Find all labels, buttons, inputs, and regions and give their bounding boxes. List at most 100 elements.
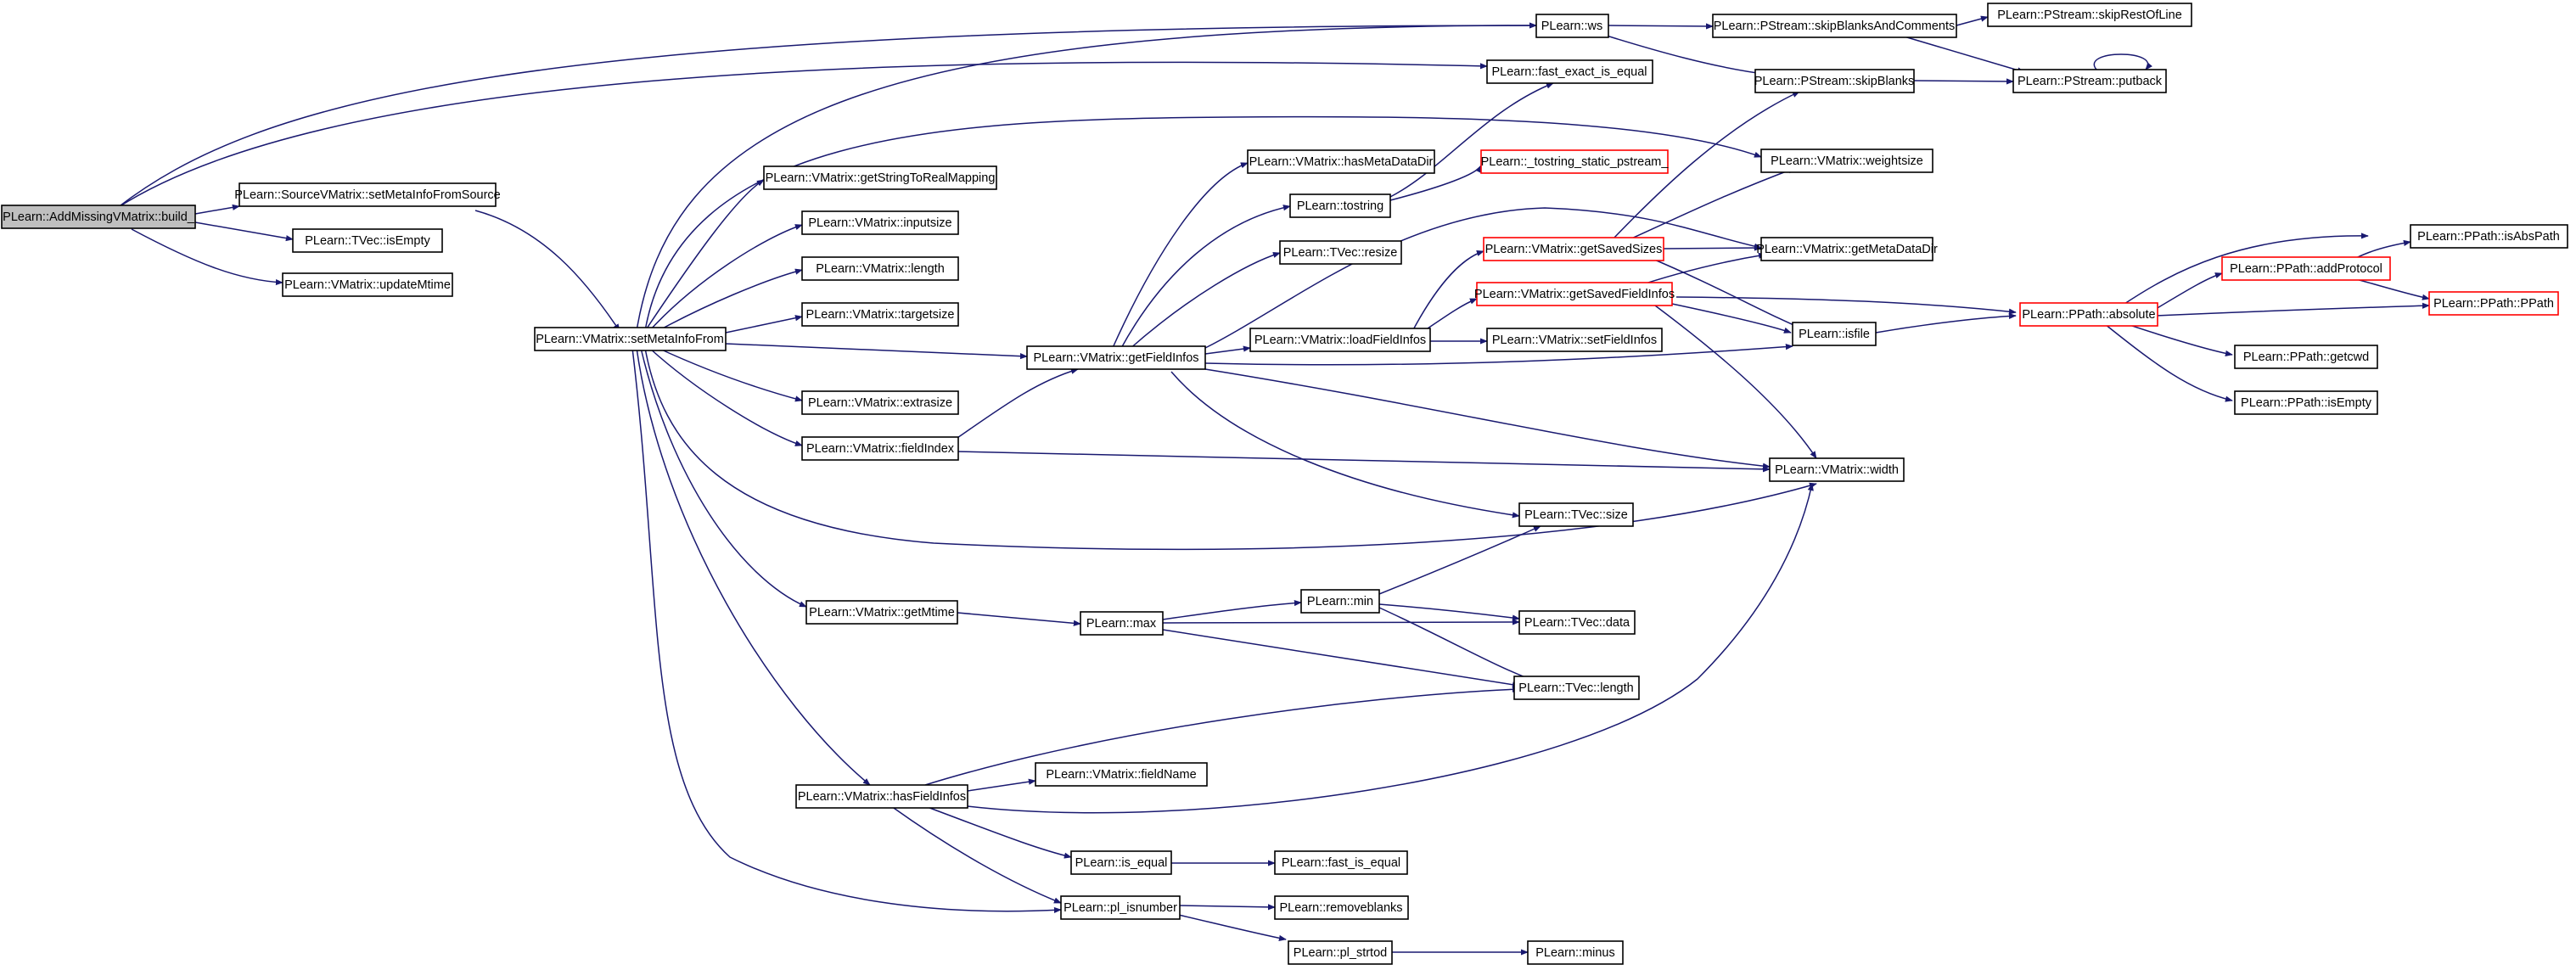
node-isabspath-label: PLearn::PPath::isAbsPath bbox=[2417, 230, 2560, 244]
node-is-equal-label: PLearn::is_equal bbox=[1075, 856, 1168, 870]
edge-setmetainfofrom-to-hasfieldinfos bbox=[636, 347, 871, 786]
node-pl-strtod-label: PLearn::pl_strtod bbox=[1294, 946, 1387, 960]
node-setfieldinfos-label: PLearn::VMatrix::setFieldInfos bbox=[1492, 334, 1657, 347]
node-ppath-isempty-label: PLearn::PPath::isEmpty bbox=[2241, 396, 2372, 410]
node-putback[interactable]: PLearn::PStream::putback bbox=[2012, 69, 2167, 93]
node-isfile[interactable]: PLearn::isfile bbox=[1792, 322, 1877, 346]
node-min[interactable]: PLearn::min bbox=[1300, 589, 1380, 614]
node-ppath-isempty[interactable]: PLearn::PPath::isEmpty bbox=[2234, 390, 2378, 415]
node-width[interactable]: PLearn::VMatrix::width bbox=[1769, 457, 1905, 482]
edge-getsavedsizes-to-getmetadatadir bbox=[1663, 244, 1762, 251]
edge-getfieldinfos-to-isfile bbox=[1204, 344, 1793, 366]
edge-getsavedfieldinfos-to-isfile bbox=[1671, 303, 1792, 334]
node-tvec-size[interactable]: PLearn::TVec::size bbox=[1518, 502, 1634, 527]
node-pl-isnumber[interactable]: PLearn::pl_isnumber bbox=[1060, 895, 1181, 920]
node-skipblanks[interactable]: PLearn::PStream::skipBlanks bbox=[1754, 69, 1915, 93]
node-getcwd[interactable]: PLearn::PPath::getcwd bbox=[2234, 345, 2378, 369]
node-fieldname[interactable]: PLearn::VMatrix::fieldName bbox=[1035, 762, 1208, 787]
node-tvec-data[interactable]: PLearn::TVec::data bbox=[1518, 610, 1636, 635]
node-tostring[interactable]: PLearn::tostring bbox=[1289, 193, 1391, 218]
node-getsavedfieldinfos-label: PLearn::VMatrix::getSavedFieldInfos bbox=[1474, 288, 1675, 301]
edge-setmetainfofromsource-to-setmetainfofrom bbox=[474, 210, 620, 332]
node-fast-is-equal[interactable]: PLearn::fast_is_equal bbox=[1274, 850, 1408, 875]
node-build[interactable]: PLearn::AddMissingVMatrix::build_ bbox=[1, 205, 196, 229]
node-minus-label: PLearn::minus bbox=[1535, 946, 1615, 960]
node-getmetadatadir[interactable]: PLearn::VMatrix::getMetaDataDir bbox=[1756, 237, 1938, 261]
edge-absolute-to-ppath bbox=[2155, 302, 2430, 317]
node-resize[interactable]: PLearn::TVec::resize bbox=[1279, 240, 1402, 265]
node-setfieldinfos[interactable]: PLearn::VMatrix::setFieldInfos bbox=[1486, 328, 1663, 352]
node-fast-exact-is-equal[interactable]: PLearn::fast_exact_is_equal bbox=[1486, 59, 1653, 84]
node-tvec-isempty[interactable]: PLearn::TVec::isEmpty bbox=[292, 228, 443, 253]
node-skiprestofline[interactable]: PLearn::PStream::skipRestOfLine bbox=[1987, 3, 2192, 27]
node-weightsize-label: PLearn::VMatrix::weightsize bbox=[1771, 154, 1923, 168]
edge-min-to-tvec-size bbox=[1374, 525, 1541, 597]
node-skipblanksandcomments[interactable]: PLearn::PStream::skipBlanksAndComments bbox=[1712, 14, 1957, 38]
edge-pl-isnumber-to-removeblanks bbox=[1179, 904, 1276, 911]
node-targetsize[interactable]: PLearn::VMatrix::targetsize bbox=[801, 302, 959, 327]
edge-getsavedfieldinfos-to-absolute bbox=[1675, 296, 2017, 315]
node-getsavedsizes[interactable]: PLearn::VMatrix::getSavedSizes bbox=[1483, 237, 1664, 261]
node-getfieldinfos-label: PLearn::VMatrix::getFieldInfos bbox=[1033, 351, 1198, 365]
node-build-label: PLearn::AddMissingVMatrix::build_ bbox=[3, 210, 195, 224]
edge-absolute-to-getcwd bbox=[2121, 322, 2233, 356]
edge-max-to-tvec-length bbox=[1162, 629, 1520, 688]
node-updatemtime[interactable]: PLearn::VMatrix::updateMtime bbox=[282, 272, 453, 297]
node-setmetainfofromsource[interactable]: PLearn::SourceVMatrix::setMetaInfoFromSo… bbox=[234, 182, 501, 207]
node-getstringtorealmapping[interactable]: PLearn::VMatrix::getStringToRealMapping bbox=[763, 165, 997, 190]
node-inputsize[interactable]: PLearn::VMatrix::inputsize bbox=[801, 210, 959, 235]
node-extrasize-label: PLearn::VMatrix::extrasize bbox=[808, 396, 952, 410]
edge-skipblanksandcomments-to-skiprestofline bbox=[1956, 15, 1989, 26]
edge-getfieldinfos-to-getmetadatadir bbox=[1204, 207, 1762, 349]
edge-pl-isnumber-to-pl-strtod bbox=[1170, 912, 1287, 941]
edge-tostring-to-fast-exact-is-equal bbox=[1389, 82, 1554, 198]
edge-setmetainfofrom-to-getstringtorealmapping bbox=[644, 179, 765, 332]
node-getmetadatadir-label: PLearn::VMatrix::getMetaDataDir bbox=[1756, 243, 1938, 256]
edge-fieldindex-to-getfieldinfos bbox=[954, 367, 1079, 440]
edge-build-to-updatemtime bbox=[131, 228, 283, 286]
node-fieldname-label: PLearn::VMatrix::fieldName bbox=[1046, 768, 1196, 782]
edge-hasfieldinfos-to-fieldname bbox=[967, 778, 1036, 792]
node-fieldindex[interactable]: PLearn::VMatrix::fieldIndex bbox=[801, 436, 959, 461]
node-hasmetadatadir[interactable]: PLearn::VMatrix::hasMetaDataDir bbox=[1247, 149, 1435, 174]
node-is-equal[interactable]: PLearn::is_equal bbox=[1070, 850, 1172, 875]
edge-hasfieldinfos-to-width bbox=[967, 483, 1814, 814]
node-max[interactable]: PLearn::max bbox=[1080, 611, 1164, 636]
node-absolute[interactable]: PLearn::PPath::absolute bbox=[2019, 302, 2158, 327]
edge-max-to-tvec-data bbox=[1162, 619, 1520, 625]
node-tvec-isempty-label: PLearn::TVec::isEmpty bbox=[305, 234, 430, 248]
node-addprotocol[interactable]: PLearn::PPath::addProtocol bbox=[2221, 256, 2391, 281]
node-tostring-static[interactable]: PLearn::_tostring_static_pstream_ bbox=[1480, 149, 1670, 174]
node-getmtime[interactable]: PLearn::VMatrix::getMtime bbox=[805, 600, 958, 625]
edge-getfieldinfos-to-hasmetadatadir bbox=[1111, 162, 1249, 350]
node-width-label: PLearn::VMatrix::width bbox=[1775, 463, 1899, 477]
node-weightsize[interactable]: PLearn::VMatrix::weightsize bbox=[1760, 149, 1933, 173]
edge-getsavedsizes-to-skipblanks bbox=[1612, 91, 1800, 240]
node-removeblanks-label: PLearn::removeblanks bbox=[1279, 901, 1402, 915]
node-getsavedfieldinfos[interactable]: PLearn::VMatrix::getSavedFieldInfos bbox=[1474, 282, 1675, 306]
node-minus[interactable]: PLearn::minus bbox=[1527, 940, 1624, 965]
node-loadfieldinfos[interactable]: PLearn::VMatrix::loadFieldInfos bbox=[1249, 328, 1431, 352]
node-skiprestofline-label: PLearn::PStream::skipRestOfLine bbox=[1997, 8, 2182, 22]
node-fieldindex-label: PLearn::VMatrix::fieldIndex bbox=[806, 442, 955, 456]
node-ppath[interactable]: PLearn::PPath::PPath bbox=[2428, 291, 2559, 316]
edge-hasfieldinfos-to-tvec-length bbox=[924, 686, 1520, 786]
edge-build-to-fast-exact-is-equal bbox=[116, 61, 1488, 209]
node-hasfieldinfos[interactable]: PLearn::VMatrix::hasFieldInfos bbox=[795, 784, 968, 809]
node-ws[interactable]: PLearn::ws bbox=[1535, 14, 1609, 38]
node-pl-strtod[interactable]: PLearn::pl_strtod bbox=[1288, 940, 1393, 965]
node-isabspath[interactable]: PLearn::PPath::isAbsPath bbox=[2410, 224, 2568, 249]
node-setmetainfofrom[interactable]: PLearn::VMatrix::setMetaInfoFrom bbox=[534, 327, 727, 351]
edge-build-to-setmetainfofromsource bbox=[194, 204, 240, 215]
node-getfieldinfos[interactable]: PLearn::VMatrix::getFieldInfos bbox=[1026, 345, 1206, 370]
edge-setmetainfofrom-to-getmtime bbox=[640, 347, 807, 608]
node-length[interactable]: PLearn::VMatrix::length bbox=[801, 256, 959, 281]
node-removeblanks[interactable]: PLearn::removeblanks bbox=[1274, 895, 1409, 920]
node-tvec-length-label: PLearn::TVec::length bbox=[1518, 681, 1633, 695]
edge-ws-to-skipblanks bbox=[1595, 31, 1771, 77]
edge-getfieldinfos-to-width bbox=[1204, 368, 1771, 469]
edge-absolute-to-addprotocol bbox=[2155, 272, 2223, 310]
node-extrasize[interactable]: PLearn::VMatrix::extrasize bbox=[801, 390, 959, 415]
node-tvec-length[interactable]: PLearn::TVec::length bbox=[1513, 676, 1640, 700]
edge-min-to-tvec-length bbox=[1378, 607, 1537, 682]
